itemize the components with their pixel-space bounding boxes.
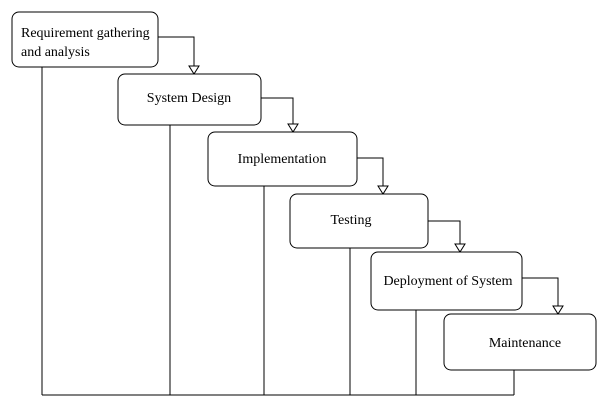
feedback-lines [41,67,515,396]
stage-testing-label: Testing [330,213,371,228]
flow-connectors [158,36,564,315]
arrow-into-deployment [454,243,466,253]
stage-implementation-box [207,131,358,187]
stage-deployment: Deployment of System [370,251,523,311]
stage-requirements-label-line1: Requirement gathering [21,26,150,41]
stage-requirements-label-line2: and analysis [21,45,90,60]
connector-deployment-to-maintenance [522,277,559,307]
stage-design: System Design [117,73,262,126]
connector-requirements-to-design [158,36,195,67]
arrow-into-maintenance [552,305,564,315]
stage-maintenance-label: Maintenance [489,336,561,351]
connector-implementation-to-testing [357,157,384,186]
stage-maintenance-box [443,313,597,371]
stage-design-box [117,73,262,126]
stage-design-label: System Design [147,91,231,106]
stage-testing: Testing [289,193,429,249]
arrow-into-implementation [287,123,299,133]
stage-requirements: Requirement gathering and analysis [11,11,159,68]
stage-maintenance: Maintenance [443,313,597,371]
stage-implementation-label: Implementation [238,152,327,167]
stage-requirements-box [11,11,159,68]
connector-testing-to-deployment [428,220,461,245]
stage-testing-box [289,193,429,249]
stage-deployment-box [370,251,523,311]
connector-design-to-implementation [261,97,294,125]
stage-deployment-label: Deployment of System [383,274,512,289]
arrow-into-design [188,65,200,75]
arrow-into-testing [377,185,389,195]
stage-implementation: Implementation [207,131,358,187]
